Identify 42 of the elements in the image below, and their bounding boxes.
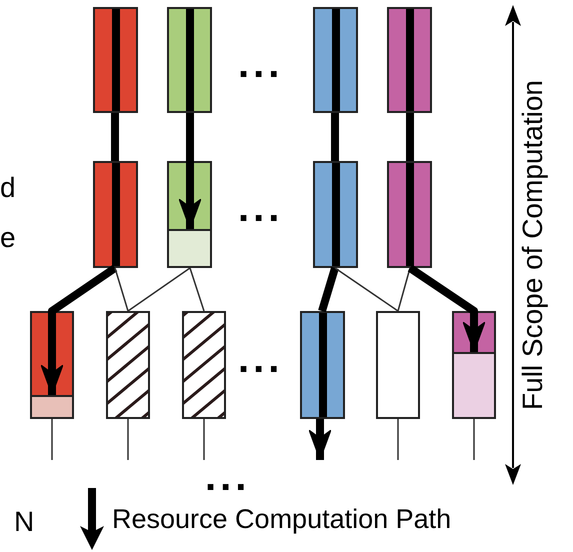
connector-line bbox=[473, 419, 475, 460]
ellipsis: ... bbox=[238, 44, 284, 84]
memory-block bbox=[106, 311, 150, 419]
memory-block bbox=[167, 229, 212, 268]
memory-block bbox=[313, 7, 358, 113]
memory-block bbox=[93, 161, 138, 268]
connector-line bbox=[114, 268, 129, 312]
path-arrow bbox=[308, 419, 332, 460]
memory-block bbox=[300, 311, 345, 419]
memory-block bbox=[452, 311, 496, 419]
memory-block bbox=[376, 311, 420, 419]
connector-line bbox=[397, 419, 399, 460]
ellipsis: ... bbox=[238, 339, 284, 379]
memory-block bbox=[93, 7, 138, 113]
connector-line bbox=[51, 419, 53, 460]
path-arrow bbox=[408, 264, 486, 352]
ellipsis: ... bbox=[205, 457, 250, 497]
connector-line bbox=[189, 268, 205, 312]
partial-text: e bbox=[0, 222, 16, 254]
connector-line bbox=[111, 113, 119, 161]
partial-text: N bbox=[14, 506, 34, 538]
memory-block bbox=[182, 311, 226, 419]
memory-block bbox=[387, 7, 432, 113]
path-arrow bbox=[178, 113, 202, 230]
memory-block bbox=[387, 161, 432, 268]
connector-line bbox=[203, 419, 205, 460]
path-arrow bbox=[40, 264, 118, 396]
ellipsis: ... bbox=[238, 188, 284, 228]
memory-block bbox=[313, 161, 358, 268]
memory-block bbox=[452, 352, 496, 419]
connector-line bbox=[331, 113, 339, 161]
connector-line bbox=[397, 268, 411, 312]
connector-line bbox=[318, 266, 339, 312]
axis-label: Full Scope of Computation bbox=[516, 79, 549, 412]
connector-line bbox=[334, 267, 398, 312]
connector-line bbox=[406, 113, 414, 161]
memory-block bbox=[167, 7, 212, 113]
memory-block bbox=[30, 395, 74, 419]
legend-label: Resource Computation Path bbox=[112, 503, 452, 535]
partial-text: d bbox=[0, 172, 16, 204]
connector-line bbox=[128, 267, 190, 312]
connector-line bbox=[127, 419, 129, 460]
